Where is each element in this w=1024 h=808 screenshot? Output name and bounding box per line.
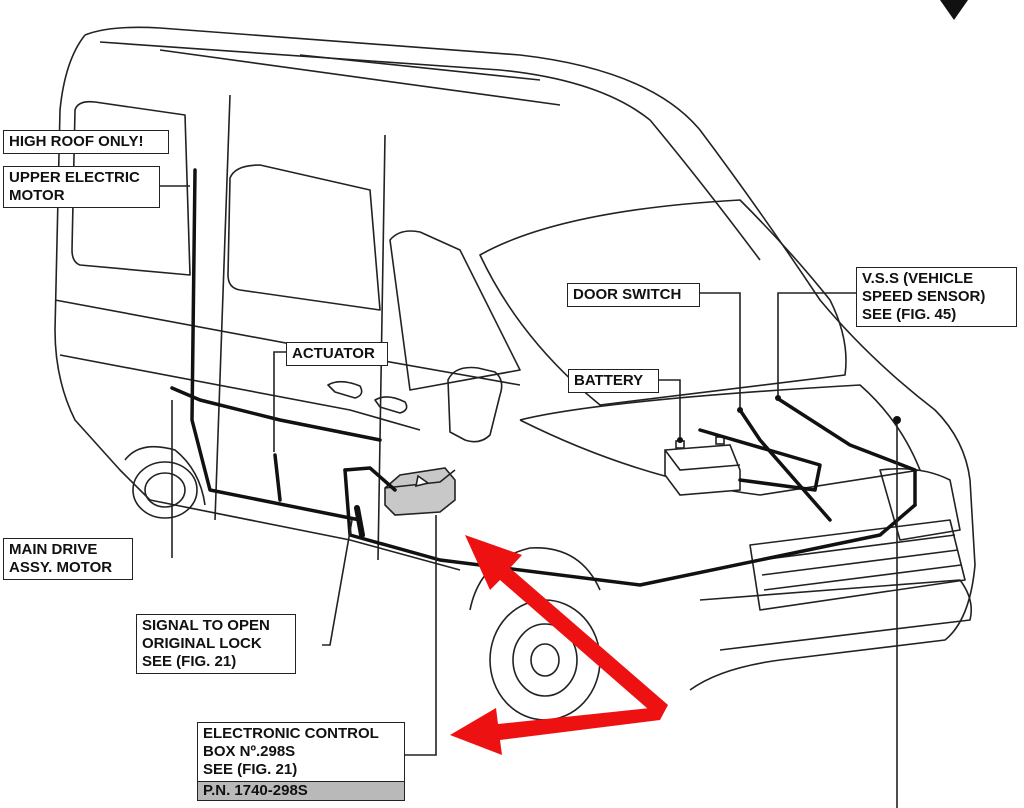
high-roof-only-label: HIGH ROOF ONLY! — [3, 130, 169, 154]
door-switch-text: DOOR SWITCH — [573, 286, 682, 303]
electronic-control-box-label: ELECTRONIC CONTROL BOX Nº.298S SEE (FIG.… — [197, 722, 405, 801]
door-switch-label: DOOR SWITCH — [567, 283, 700, 307]
vss-wire-connector-dot — [775, 395, 781, 401]
upper-electric-motor-label: UPPER ELECTRIC MOTOR — [3, 166, 160, 208]
battery-text: BATTERY — [574, 372, 644, 389]
battery-label: BATTERY — [568, 369, 659, 393]
vss-line-3: SEE (FIG. 45) — [862, 306, 957, 323]
battery-icon — [664, 436, 741, 496]
main-drive-line-1: MAIN DRIVE — [9, 541, 98, 558]
control-box-icon — [384, 467, 456, 516]
vss-connector-dot — [893, 416, 901, 424]
corner-marker-icon — [940, 0, 968, 20]
main-drive-motor-label: MAIN DRIVE ASSY. MOTOR — [3, 538, 133, 580]
ecu-line-3: SEE (FIG. 21) — [203, 761, 298, 778]
upper-motor-line-2: MOTOR — [9, 187, 65, 204]
actuator-text: ACTUATOR — [292, 345, 375, 362]
main-drive-line-2: ASSY. MOTOR — [9, 559, 113, 576]
vss-line-1: V.S.S (VEHICLE — [862, 270, 974, 287]
red-double-arrow — [450, 535, 668, 755]
part-number: P.N. 1740-298S — [198, 781, 404, 800]
vss-label: V.S.S (VEHICLE SPEED SENSOR) SEE (FIG. 4… — [856, 267, 1017, 327]
signal-to-open-label: SIGNAL TO OPEN ORIGINAL LOCK SEE (FIG. 2… — [136, 614, 296, 674]
leader-lines — [160, 185, 898, 808]
actuator-label: ACTUATOR — [286, 342, 388, 366]
wiring-harness — [170, 168, 917, 587]
ecu-line-2: BOX Nº.298S — [203, 743, 296, 760]
ecu-line-1: ELECTRONIC CONTROL — [203, 725, 379, 742]
door-switch-connector-dot — [737, 407, 743, 413]
high-roof-text: HIGH ROOF ONLY! — [9, 133, 144, 150]
battery-connector-dot — [677, 437, 683, 443]
vss-line-2: SPEED SENSOR) — [862, 288, 986, 305]
signal-line-1: SIGNAL TO OPEN — [142, 617, 270, 634]
signal-line-3: SEE (FIG. 21) — [142, 653, 237, 670]
upper-motor-line-1: UPPER ELECTRIC — [9, 169, 140, 186]
signal-line-2: ORIGINAL LOCK — [142, 635, 262, 652]
